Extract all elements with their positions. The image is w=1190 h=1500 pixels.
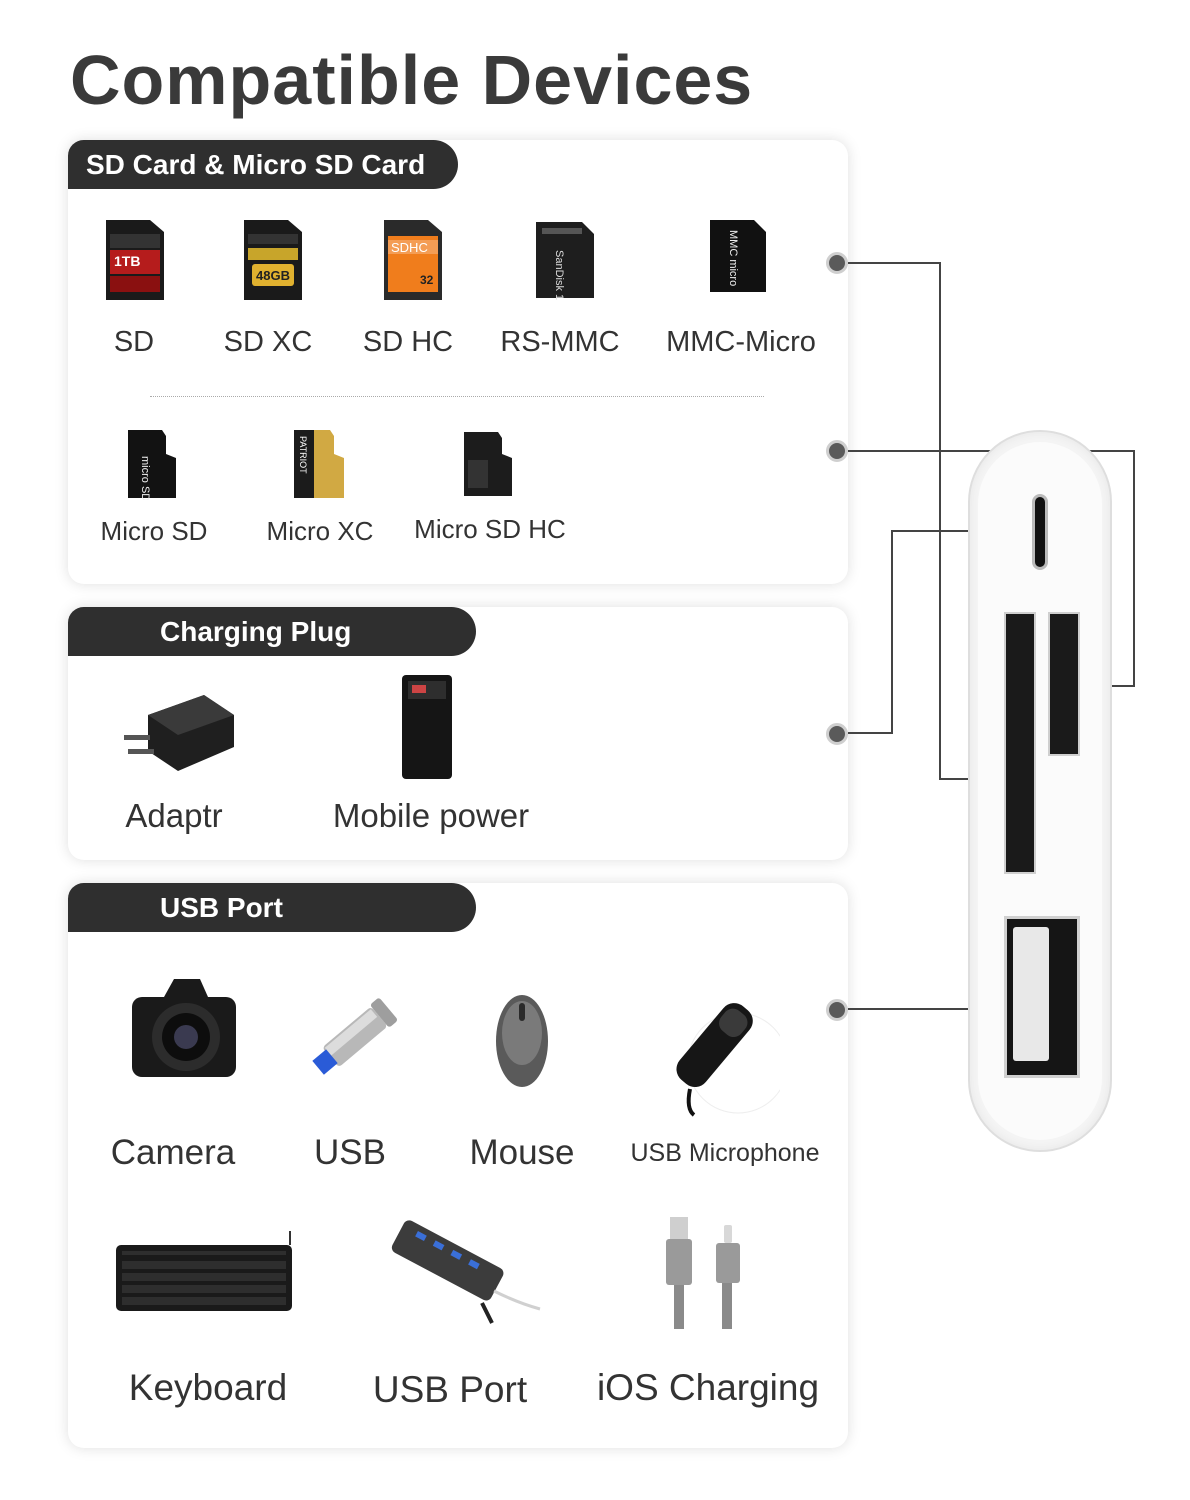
compatible-item-micro-xc: PATRIOT Micro XC [260, 428, 380, 558]
item-label: Adaptr [125, 797, 223, 834]
sd-card-panel: SD Card & Micro SD Card 1TB SD 48GB SD [68, 140, 848, 584]
item-label: SD [113, 326, 155, 358]
item-label: iOS Charging [596, 1367, 820, 1408]
compatible-item-mobile-power: Mobile power [326, 673, 536, 835]
connector-line [848, 1008, 1000, 1010]
compatible-item-ios-charging: iOS Charging [588, 1215, 828, 1415]
power-bank-icon [400, 673, 454, 786]
compatible-item-mouse: Mouse [456, 993, 588, 1175]
usb-microphone-icon [650, 989, 789, 1124]
connector-line [848, 262, 940, 264]
item-label: Micro XC [266, 516, 374, 546]
connector-line [891, 530, 1031, 532]
item-label: MMC-Micro [666, 326, 816, 358]
usb-port-panel: USB Port Camera USB [68, 883, 848, 1448]
sdxc-card-icon: 48GB [242, 220, 302, 305]
usb-a-port [1004, 916, 1080, 1078]
lightning-port [1032, 494, 1048, 570]
micro-sd-card-icon: micro SD [126, 428, 178, 505]
connector-line [848, 732, 892, 734]
compatible-item-camera: Camera [108, 975, 238, 1175]
item-label: Mobile power [332, 797, 530, 834]
keyboard-icon [114, 1231, 294, 1322]
item-label: Mouse [469, 1133, 575, 1172]
svg-text:32: 32 [420, 273, 434, 287]
svg-text:MMC micro: MMC micro [727, 230, 739, 286]
connector-dot-micro-sd [826, 440, 848, 462]
connector-dot-charging [826, 723, 848, 745]
camera-icon [130, 975, 238, 1090]
compatible-item-micro-sd-hc: Micro SD HC [408, 428, 572, 558]
page-title: Compatible Devices [70, 41, 754, 119]
svg-text:48GB: 48GB [256, 268, 290, 283]
charging-plug-panel: Charging Plug Adaptr Mobile power [68, 607, 848, 860]
item-label: RS-MMC [500, 326, 620, 358]
compatible-item-usb-drive: USB [300, 989, 400, 1175]
compatible-item-micro-sd: micro SD Micro SD [94, 428, 214, 558]
svg-text:PATRIOT: PATRIOT [298, 436, 308, 474]
item-label: USB Port [372, 1369, 528, 1410]
power-adapter-icon [118, 685, 234, 780]
usb-port-tab: USB Port [68, 883, 476, 932]
rs-mmc-card-icon: SanDisk 1.0GB [534, 220, 594, 325]
sd-card-tab: SD Card & Micro SD Card [68, 140, 458, 189]
connector-line [891, 530, 893, 734]
compatible-item-adapter: Adaptr [108, 685, 240, 835]
item-label: Micro SD HC [414, 514, 566, 544]
mouse-icon [494, 993, 550, 1094]
sdhc-card-icon: SDHC 32 [382, 220, 442, 305]
compatible-item-rs-mmc: SanDisk 1.0GB RS-MMC [498, 220, 622, 360]
section-divider [150, 396, 764, 397]
compatible-item-usb-hub: USB Port [358, 1215, 542, 1415]
micro-sd-slot [1048, 612, 1080, 756]
item-label: USB Microphone [630, 1139, 820, 1167]
svg-text:micro SD: micro SD [139, 456, 151, 500]
compatible-item-sd-hc: SDHC 32 SD HC [358, 220, 458, 360]
item-label: SD XC [223, 326, 313, 358]
sd-card-icon: 1TB [104, 220, 164, 305]
micro-xc-card-icon: PATRIOT [292, 428, 346, 505]
svg-text:1TB: 1TB [114, 253, 140, 269]
compatible-item-mmc-micro: MMC micro MMC-Micro [658, 220, 824, 360]
connector-dot-usb [826, 999, 848, 1021]
item-label: SD HC [362, 326, 454, 358]
item-label: Keyboard [128, 1367, 288, 1408]
usb-hub-icon [382, 1215, 542, 1332]
item-label: USB [314, 1133, 386, 1172]
card-reader-adapter [968, 430, 1112, 1152]
svg-text:SDHC: SDHC [391, 240, 428, 255]
connector-line [939, 262, 941, 780]
connector-dot-sd [826, 252, 848, 274]
mmc-micro-card-icon: MMC micro [708, 220, 768, 299]
micro-sdhc-card-icon [462, 430, 514, 503]
connector-line [1133, 450, 1135, 686]
usb-flash-drive-icon [304, 989, 404, 1094]
compatible-item-usb-microphone: USB Microphone [620, 989, 830, 1169]
compatible-item-keyboard: Keyboard [108, 1231, 308, 1411]
charging-plug-tab: Charging Plug [68, 607, 476, 656]
svg-text:SanDisk 1.0GB: SanDisk 1.0GB [553, 250, 565, 300]
compatible-item-sd-xc: 48GB SD XC [218, 220, 318, 360]
compatible-item-sd: 1TB SD [94, 220, 174, 360]
item-label: Camera [110, 1133, 236, 1172]
item-label: Micro SD [100, 516, 208, 546]
ios-charging-cable-icon [662, 1215, 752, 1336]
sd-card-slot [1004, 612, 1036, 874]
